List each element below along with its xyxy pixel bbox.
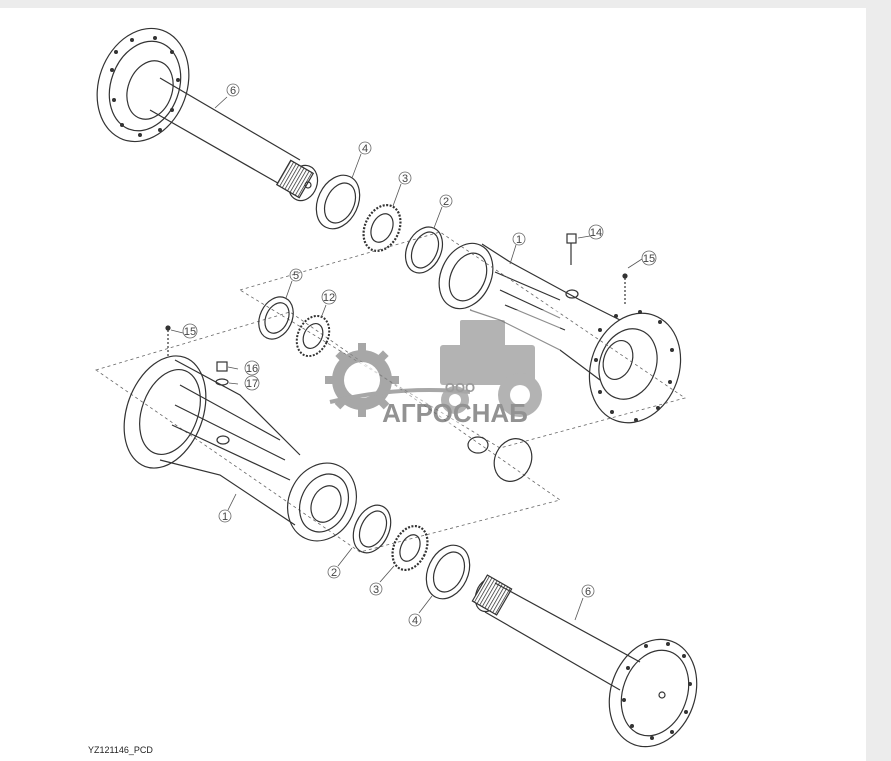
callout-2-bottom: 2 [331, 567, 337, 579]
axle-housing-left [123, 355, 357, 542]
fitting-15-left [165, 325, 171, 356]
callout-1-bottom: 1 [222, 511, 228, 523]
agrosnab-watermark: ООО АГРОСНАБ [325, 310, 560, 428]
seal-ring-5 [258, 296, 294, 340]
bearing-12 [295, 314, 331, 358]
callout-6-bottom: 6 [585, 586, 591, 598]
axle-shaft-top [96, 27, 319, 202]
callout-17: 17 [246, 378, 258, 390]
callout-14: 14 [590, 227, 602, 239]
seal-ring-bottom [425, 544, 471, 600]
washer-17 [215, 378, 229, 386]
callout-2-top: 2 [443, 196, 449, 208]
fitting-15-right [622, 273, 628, 305]
axle-shaft-bottom [471, 574, 698, 748]
drawing-caption: YZ121146_PCD [88, 745, 153, 755]
callout-4-bottom: 4 [412, 615, 418, 627]
callout-12: 12 [323, 292, 335, 304]
callout-15-right: 15 [643, 253, 655, 265]
callout-15-left: 15 [184, 326, 196, 338]
callout-4-top: 4 [362, 143, 368, 155]
callout-circles [182, 83, 657, 627]
bearing-top [362, 203, 402, 253]
nut-16 [216, 361, 228, 372]
bearing-bottom [391, 524, 429, 572]
leader-lines [170, 96, 643, 621]
bearing-cup-top [404, 226, 444, 274]
axle-housing-right [438, 242, 682, 424]
watermark-company-prefix: ООО [445, 380, 475, 395]
watermark-company-name: АГРОСНАБ [382, 398, 528, 428]
drawing-sheet [0, 8, 866, 761]
ring-lower-right [467, 436, 533, 482]
callout-16: 16 [246, 363, 258, 375]
callout-5: 5 [293, 270, 299, 282]
callout-3-top: 3 [402, 173, 408, 185]
bolt-14 [566, 233, 577, 265]
callout-3-bottom: 3 [373, 584, 379, 596]
callout-6-top: 6 [230, 85, 236, 97]
bearing-cup-bottom [352, 504, 392, 554]
callout-1-top: 1 [516, 234, 522, 246]
seal-ring-top [315, 174, 361, 230]
